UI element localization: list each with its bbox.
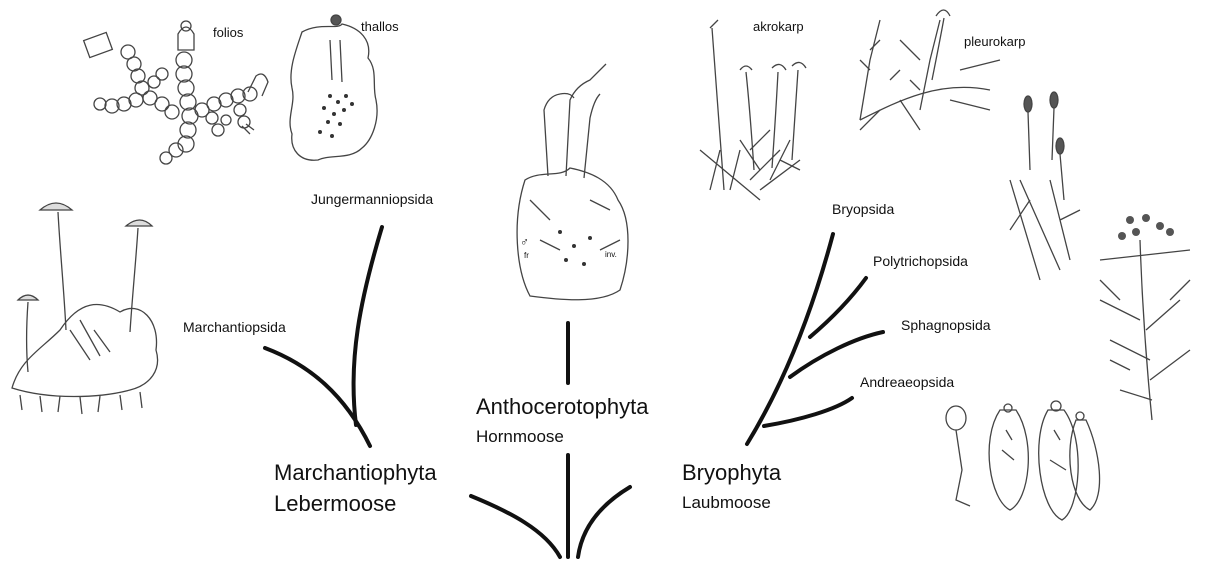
folios-illustration [84, 21, 268, 164]
akrokarp-caption: akrokarp [753, 20, 804, 33]
pleurokarp-illustration [860, 10, 1000, 130]
thallos-illustration [290, 15, 377, 160]
anthocerotophyta-common-name: Hornmoose [476, 428, 564, 445]
marchantiophyta-common-name: Lebermoose [274, 493, 396, 515]
polytrichopsida-label: Polytrichopsida [873, 254, 968, 268]
thallos-caption: thallos [361, 20, 399, 33]
branch-andreaeopsida [764, 398, 852, 426]
marchantiopsida-label: Marchantiopsida [183, 320, 286, 334]
bryophyta-name: Bryophyta [682, 462, 781, 484]
marchantiophyta-name: Marchantiophyta [274, 462, 437, 484]
hornwort-illustration [517, 64, 628, 300]
branch-root-left [471, 496, 560, 557]
hornwort-inv-label: inv. [605, 251, 617, 259]
branch-sphagnopsida [790, 332, 883, 377]
branch-root-right [578, 487, 630, 557]
anthocerotophyta-name: Anthocerotophyta [476, 396, 648, 418]
hornwort-fr-label: fr [524, 252, 529, 260]
bryophyta-common-name: Laubmoose [682, 494, 771, 511]
andreaeopsida-illustration [946, 401, 1100, 520]
polytrichopsida-illustration [1010, 92, 1080, 280]
male-symbol-label: ♂ [520, 236, 529, 248]
bryopsida-label: Bryopsida [832, 202, 894, 216]
andreaeopsida-label: Andreaeopsida [860, 375, 954, 389]
marchantiopsida-illustration [12, 203, 158, 414]
pleurokarp-caption: pleurokarp [964, 35, 1025, 48]
akrokarp-illustration [700, 20, 806, 200]
folios-caption: folios [213, 26, 243, 39]
branch-jungermanniopsida [354, 227, 382, 425]
sphagnopsida-illustration [1100, 214, 1190, 420]
sphagnopsida-label: Sphagnopsida [901, 318, 991, 332]
jungermanniopsida-label: Jungermanniopsida [311, 192, 433, 206]
